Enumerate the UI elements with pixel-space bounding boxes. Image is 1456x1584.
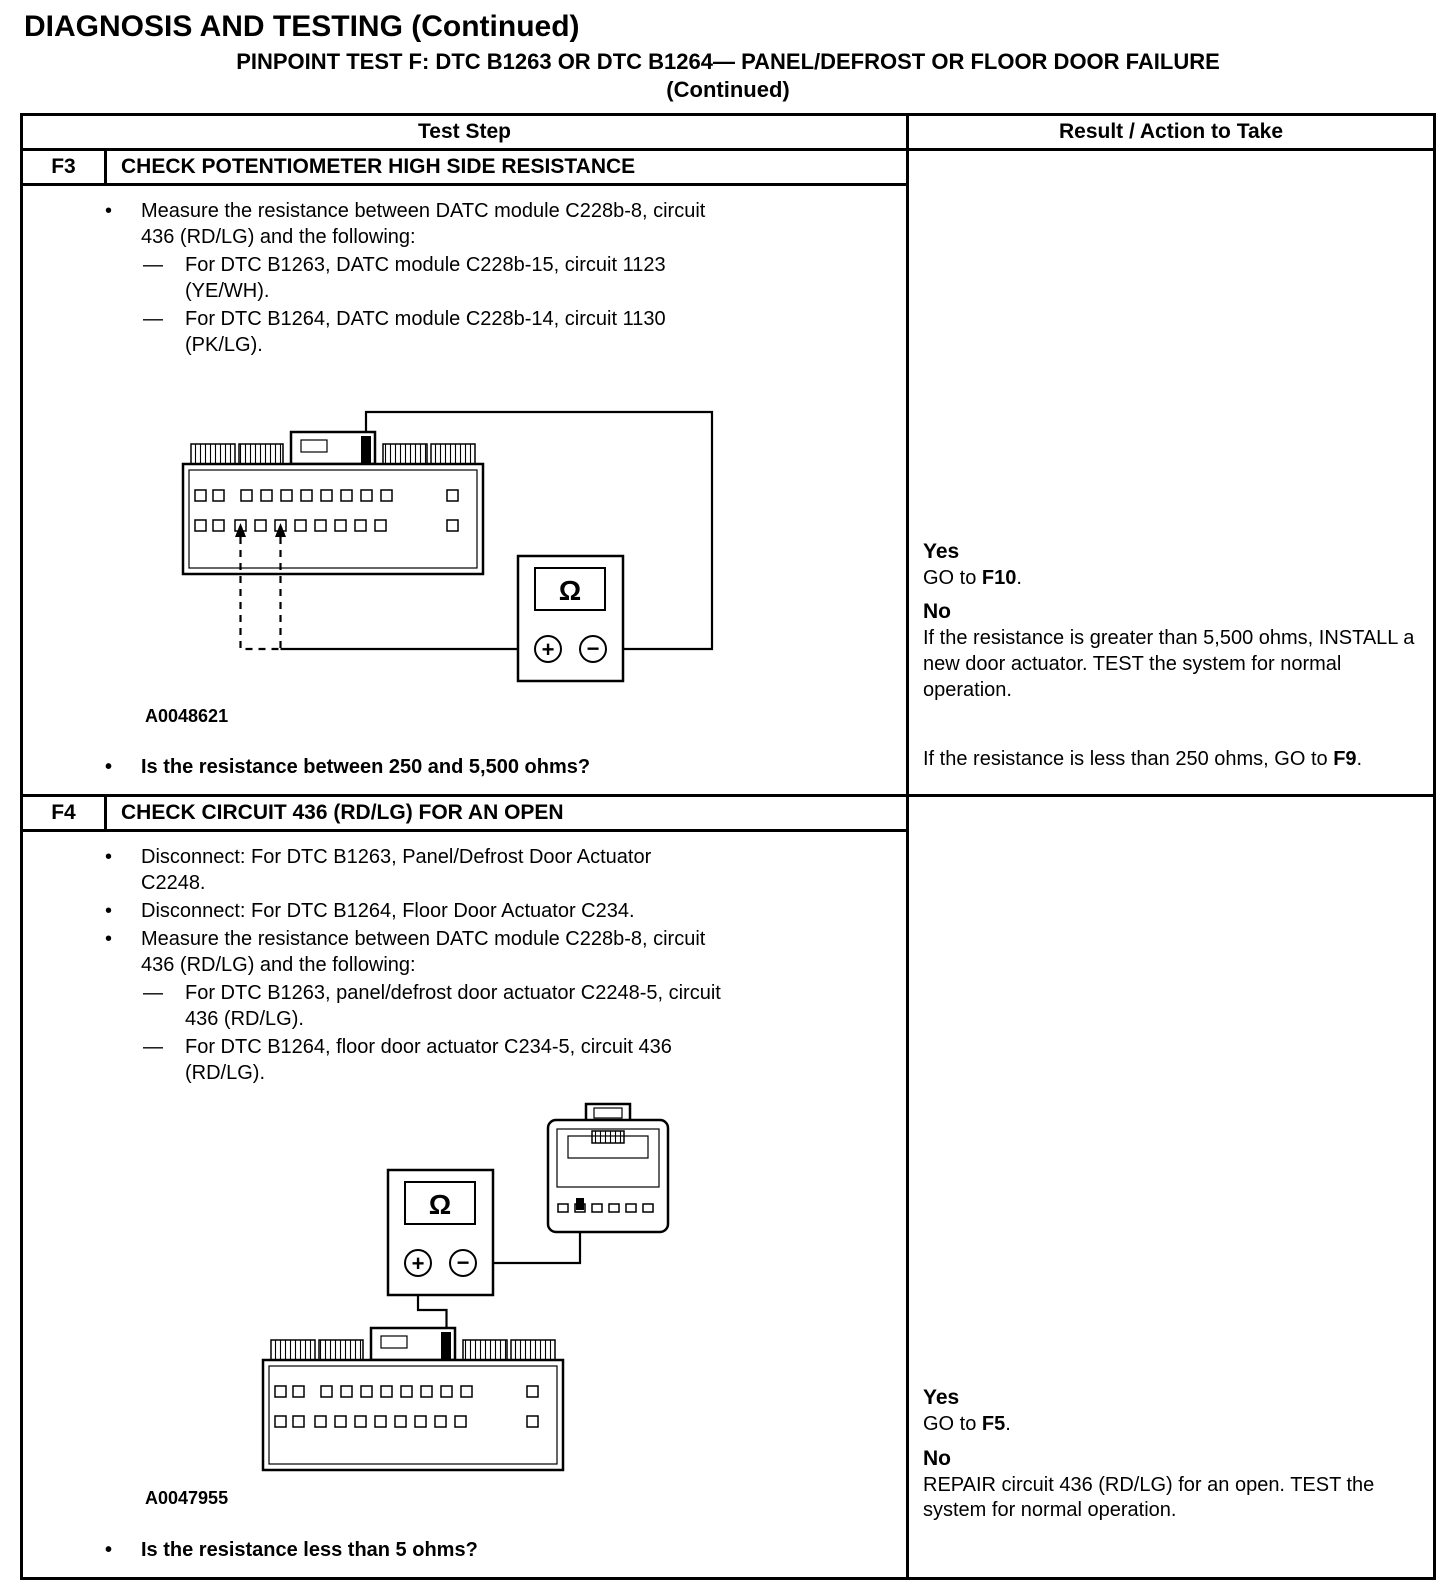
page-title: DIAGNOSIS AND TESTING (Continued) (24, 10, 580, 43)
result-no-action-1: REPAIR circuit 436 (RD/LG) for an open. … (923, 1473, 1375, 1522)
f4-sub-2: — For DTC B1264, floor door actuator C23… (143, 1036, 672, 1085)
pinpoint-test-heading-line2: (Continued) (666, 76, 790, 102)
result-yes-action: GO to F10. (923, 566, 1022, 589)
f4-step-code: F4 (23, 797, 107, 830)
f4-step-header: F4 CHECK CIRCUIT 436 (RD/LG) FOR AN OPEN (23, 797, 906, 833)
f3-step-code: F3 (23, 151, 107, 183)
door-actuator-connector (546, 1103, 670, 1234)
plus-symbol: + (412, 1251, 425, 1276)
result-no-label: No (923, 1446, 951, 1470)
plus-terminal (404, 1249, 432, 1278)
column-header-test-step: Test Step (23, 116, 909, 148)
f4-bullet-2: • Disconnect: For DTC B1264, Floor Door … (105, 900, 635, 923)
f4-test-step-cell: F4 CHECK CIRCUIT 436 (RD/LG) FOR AN OPEN… (23, 797, 909, 1577)
f4-step-title: CHECK CIRCUIT 436 (RD/LG) FOR AN OPEN (121, 801, 564, 825)
ohmmeter-display (534, 567, 606, 611)
datc-module-connector (181, 430, 485, 576)
table-header-row: Test Step Result / Action to Take (23, 116, 1433, 148)
bullet-icon: • (105, 928, 113, 951)
ohm-symbol: Ω (559, 575, 581, 606)
f4-sub-1: — For DTC B1263, panel/defrost door actu… (143, 982, 721, 1031)
f4-bullet-1: • Disconnect: For DTC B1263, Panel/Defro… (105, 846, 652, 895)
f3-step-body: • Measure the resistance between DATC mo… (23, 186, 906, 794)
result-no-action-1: If the resistance is greater than 5,500 … (923, 627, 1415, 701)
test-row-f3: F3 CHECK POTENTIOMETER HIGH SIDE RESISTA… (23, 148, 1433, 795)
result-yes-label: Yes (923, 540, 960, 563)
f4-question: • Is the resistance less than 5 ohms? (105, 1538, 478, 1561)
ohmmeter-test-diagram-2: Ω + − (261, 1103, 670, 1472)
test-lead-wire-minus (364, 410, 714, 651)
dash-icon: — (143, 308, 163, 330)
pinpoint-test-heading-line1: PINPOINT TEST F: DTC B1263 OR DTC B1264—… (236, 49, 1220, 74)
plus-terminal (534, 635, 562, 663)
probe-pin (361, 436, 371, 464)
test-row-f4: F4 CHECK CIRCUIT 436 (RD/LG) FOR AN OPEN… (23, 794, 1433, 1577)
f3-step-title: CHECK POTENTIOMETER HIGH SIDE RESISTANCE (121, 155, 636, 178)
bullet-icon: • (105, 200, 113, 222)
f3-result-cell: Yes GO to F10. No If the resistance is g… (909, 151, 1433, 794)
ohm-symbol: Ω (429, 1189, 451, 1220)
probe-pin (576, 1198, 584, 1211)
f4-figure: Ω + − (248, 1098, 896, 1481)
f4-bullet-3: • Measure the resistance between DATC mo… (105, 928, 706, 977)
test-lead-wire-minus (476, 1224, 582, 1265)
f3-question: • Is the resistance between 250 and 5,50… (105, 756, 591, 779)
dash-icon: — (143, 982, 163, 1005)
dash-icon: — (143, 1036, 163, 1059)
result-no-label: No (923, 600, 951, 624)
column-header-result: Result / Action to Take (1058, 120, 1284, 143)
figure-label: A0048621 (145, 706, 229, 726)
result-yes-label: Yes (923, 1386, 960, 1410)
pinpoint-test-table: Test Step Result / Action to Take F3 CHE… (20, 113, 1436, 1580)
f4-step-body: • Disconnect: For DTC B1263, Panel/Defro… (23, 832, 906, 1576)
f3-figure: Ω + − (168, 404, 896, 699)
bullet-icon: • (105, 1538, 113, 1561)
bullet-icon: • (105, 756, 113, 779)
minus-symbol: − (587, 636, 600, 661)
ohmmeter-test-diagram-1: Ω + − (181, 410, 714, 683)
datc-module-connector (261, 1327, 565, 1472)
result-yes-action: GO to F5. (923, 1413, 1011, 1436)
dash-icon: — (143, 254, 163, 276)
f4-result-cell: Yes GO to F5. No REPAIR circuit 436 (RD/… (909, 797, 1433, 1576)
probe-pin (441, 1332, 451, 1361)
bullet-icon: • (105, 846, 113, 869)
minus-terminal (449, 1249, 477, 1278)
ohmmeter-display (404, 1181, 476, 1226)
minus-terminal (579, 635, 607, 663)
pinpoint-test-heading: PINPOINT TEST F: DTC B1263 OR DTC B1264—… (0, 48, 1456, 103)
ohmmeter: Ω + − (386, 1169, 495, 1297)
minus-symbol: − (457, 1250, 470, 1275)
f3-sub-1: — For DTC B1263, DATC module C228b-15, c… (143, 254, 666, 302)
f3-step-header: F3 CHECK POTENTIOMETER HIGH SIDE RESISTA… (23, 151, 906, 186)
f3-sub-2: — For DTC B1264, DATC module C228b-14, c… (143, 308, 666, 356)
f3-test-step-cell: F3 CHECK POTENTIOMETER HIGH SIDE RESISTA… (23, 151, 909, 795)
plus-symbol: + (542, 637, 555, 662)
ohmmeter: Ω + − (516, 554, 625, 683)
f3-bullet-1: • Measure the resistance between DATC mo… (105, 200, 706, 248)
figure-label: A0047955 (145, 1488, 229, 1509)
bullet-icon: • (105, 900, 113, 923)
result-no-action-2: If the resistance is less than 250 ohms,… (923, 748, 1363, 771)
